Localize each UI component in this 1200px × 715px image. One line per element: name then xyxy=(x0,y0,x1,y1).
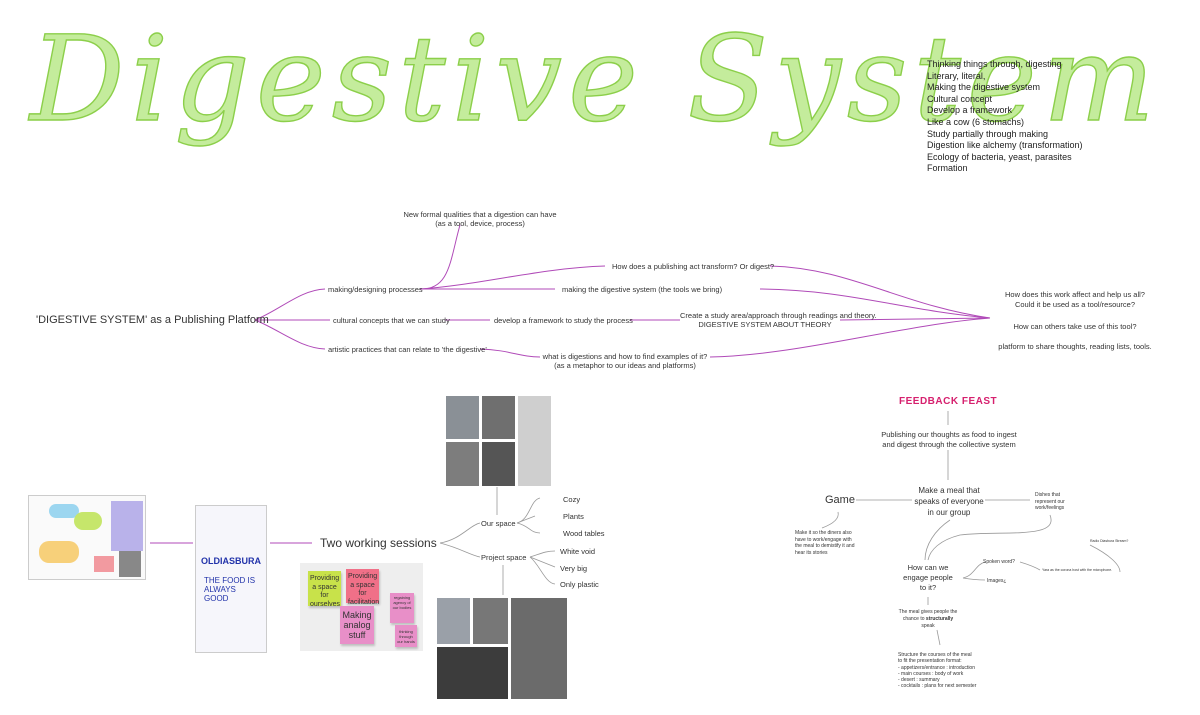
map-root: 'DIGESTIVE SYSTEM' as a Publishing Platf… xyxy=(36,314,269,326)
note: Develop a framework xyxy=(927,105,1013,116)
photo[interactable] xyxy=(445,441,480,487)
note: Formation xyxy=(927,163,968,174)
radio-node: Radio Diasbura Stream? xyxy=(1090,539,1129,543)
engage-node: How can we engage people to it? xyxy=(903,563,953,592)
list-item: Very big xyxy=(560,564,588,573)
note: Digestion like alchemy (transformation) xyxy=(927,140,1083,151)
list-item: White void xyxy=(560,547,596,556)
handwritten-title: Digestive System xyxy=(29,9,1161,148)
photo[interactable] xyxy=(445,395,480,440)
note: Like a cow (6 stomachs) xyxy=(927,116,1025,127)
text: Structure the courses of the meal xyxy=(898,652,972,658)
images-node: Images¿ xyxy=(987,578,1007,584)
photo[interactable] xyxy=(510,597,568,700)
text: - desert : summary xyxy=(898,677,940,684)
text: How does this work affect and help us al… xyxy=(1005,290,1145,299)
project-space-label: Project space xyxy=(481,553,527,562)
feast-title: FEEDBACK FEAST xyxy=(899,396,998,407)
note: Cultural concept xyxy=(927,93,993,104)
sticky-note[interactable]: Providing a space for ourselves xyxy=(308,571,341,608)
photo[interactable] xyxy=(481,441,516,487)
notes-list: Thinking things through, digesting Liter… xyxy=(927,59,1083,175)
note: Making the digestive system xyxy=(927,82,1041,93)
text: DIGESTIVE SYSTEM ABOUT THEORY xyxy=(698,320,832,329)
text: what is digestions and how to find examp… xyxy=(542,352,708,361)
list-item: Plants xyxy=(563,512,584,521)
text: Could it be used as a tool/resource? xyxy=(1014,300,1136,309)
text: The meal gives people the chance to xyxy=(898,609,958,622)
text: How can others take use of this tool? xyxy=(1013,322,1137,331)
text: to fit the presentation format: xyxy=(898,658,962,665)
photo[interactable] xyxy=(436,597,471,645)
structure-node: Structure the courses of the meal to fit… xyxy=(898,652,976,690)
map-branch: artistic practices that can relate to 't… xyxy=(328,345,487,354)
list-item: Only plastic xyxy=(560,580,599,589)
photo[interactable] xyxy=(472,597,509,645)
text: New formal qualities that a digestion ca… xyxy=(403,210,557,219)
poster-subtext: THE FOOD IS ALWAYS GOOD xyxy=(204,576,256,603)
text: - cocktails : plans for next semester xyxy=(898,683,977,690)
sticky-note[interactable]: regaining agency of our bodies xyxy=(390,593,414,623)
sticky-note[interactable]: thinking through our hands xyxy=(395,625,417,647)
note: Study partially through making xyxy=(927,128,1049,139)
meal-node: Make a meal that speaks of everyone in o… xyxy=(914,486,984,517)
game-node: Game xyxy=(825,494,855,506)
map-node: New formal qualities that a digestion ca… xyxy=(400,210,560,228)
list-item: Wood tables xyxy=(563,529,605,538)
feast-intro: Publishing our thoughts as food to inges… xyxy=(881,430,1017,449)
sketch-image[interactable] xyxy=(28,495,146,580)
text-bold: structurally xyxy=(925,616,954,622)
poster-image[interactable]: OLDIASBURA THE FOOD IS ALWAYS GOOD xyxy=(195,505,267,653)
text: Create a study area/approach through rea… xyxy=(680,311,877,320)
sticky-note[interactable]: Making analog stuff xyxy=(340,606,374,644)
poster-text: OLDIASBURA xyxy=(201,556,261,566)
sticky-note[interactable]: Providing a space for facilitation xyxy=(346,569,379,606)
map-branch: cultural concepts that we can study xyxy=(333,316,450,325)
map-node: what is digestions and how to find examp… xyxy=(540,352,710,370)
text: - appetizers/entrance : introduction xyxy=(898,664,975,671)
our-space-label: Our space xyxy=(481,519,516,528)
photo[interactable] xyxy=(436,646,509,700)
map-outcome: How does this work affect and help us al… xyxy=(995,290,1155,352)
note: Ecology of bacteria, yeast, parasites xyxy=(927,151,1072,162)
host-node: Yara as the corona host with the microph… xyxy=(1042,568,1113,572)
sessions-title: Two working sessions xyxy=(320,536,437,550)
text: (as a tool, device, process) xyxy=(435,219,525,228)
diners-node: Make it so the diners also have to work/… xyxy=(795,530,855,556)
photo[interactable] xyxy=(481,395,516,440)
map-node: making the digestive system (the tools w… xyxy=(562,285,723,294)
text: - main courses : body of work xyxy=(898,670,964,677)
map-node: Create a study area/approach through rea… xyxy=(680,311,877,329)
list-item: Cozy xyxy=(563,495,581,504)
text: platform to share thoughts, reading list… xyxy=(998,342,1152,351)
photo[interactable] xyxy=(517,395,552,487)
note: Literary, literal, xyxy=(927,70,986,81)
map-branch: making/designing processes xyxy=(328,285,423,294)
text: (as a metaphor to our ideas and platform… xyxy=(554,361,696,370)
chance-node: The meal gives people the chance to stru… xyxy=(898,609,958,630)
sticky-board: Providing a space for ourselves Providin… xyxy=(300,563,423,651)
spoken-node: Spoken word? xyxy=(983,559,1015,565)
map-node: How does a publishing act transform? Or … xyxy=(612,262,775,271)
note: Thinking things through, digesting xyxy=(927,59,1062,69)
dishes-node: Dishes that represent our work/feelings xyxy=(1035,492,1065,511)
map-node: develop a framework to study the process xyxy=(494,316,633,325)
text: speak xyxy=(921,623,935,629)
